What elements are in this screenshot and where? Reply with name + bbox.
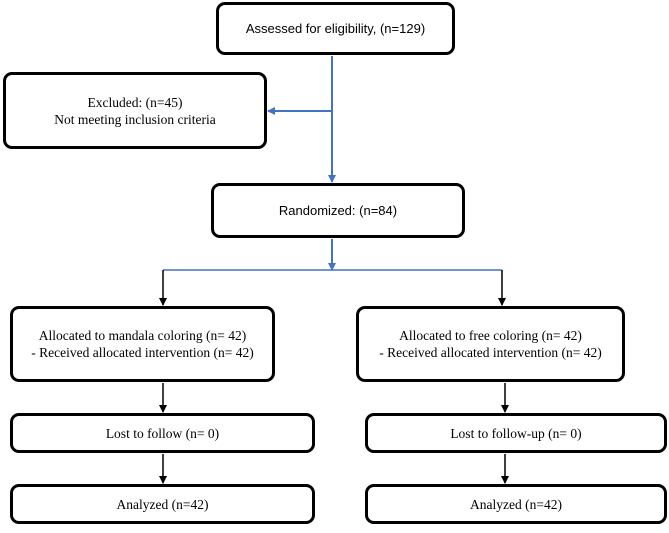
received-intervention-text-free: - Received allocated intervention (n= 42… (379, 345, 602, 360)
allocation-text-mandala: Allocated to mandala coloring (n= 42) (38, 328, 247, 343)
lost-to-follow-text-mandala: Lost to follow (n= 0) (105, 425, 220, 441)
allocation-box-free: Allocated to free coloring (n= 42) - Rec… (356, 306, 625, 382)
allocation-box-mandala: Allocated to mandala coloring (n= 42) - … (10, 306, 275, 382)
analyzed-text-free: Analyzed (n=42) (470, 496, 562, 512)
analyzed-box-mandala: Analyzed (n=42) (10, 484, 315, 524)
lost-to-follow-text-free: Lost to follow-up (n= 0) (450, 425, 582, 441)
excluded-count-text: Excluded: (n=45) (87, 94, 183, 110)
assessed-eligibility-text: Assessed for eligibility, (n=129) (245, 21, 426, 36)
analyzed-text-mandala: Analyzed (n=42) (116, 496, 209, 512)
lost-to-follow-box-mandala: Lost to follow (n= 0) (10, 413, 315, 453)
allocation-text-free: Allocated to free coloring (n= 42) (399, 328, 582, 343)
excluded-reason-text: Not meeting inclusion criteria (54, 111, 216, 127)
randomized-text: Randomized: (n=84) (278, 203, 398, 218)
lost-to-follow-box-free: Lost to follow-up (n= 0) (365, 413, 667, 453)
analyzed-box-free: Analyzed (n=42) (365, 484, 667, 524)
received-intervention-text-mandala: - Received allocated intervention (n= 42… (31, 345, 254, 360)
randomized-box: Randomized: (n=84) (211, 183, 465, 238)
excluded-box: Excluded: (n=45) Not meeting inclusion c… (3, 72, 267, 149)
assessed-eligibility-box: Assessed for eligibility, (n=129) (216, 2, 455, 55)
